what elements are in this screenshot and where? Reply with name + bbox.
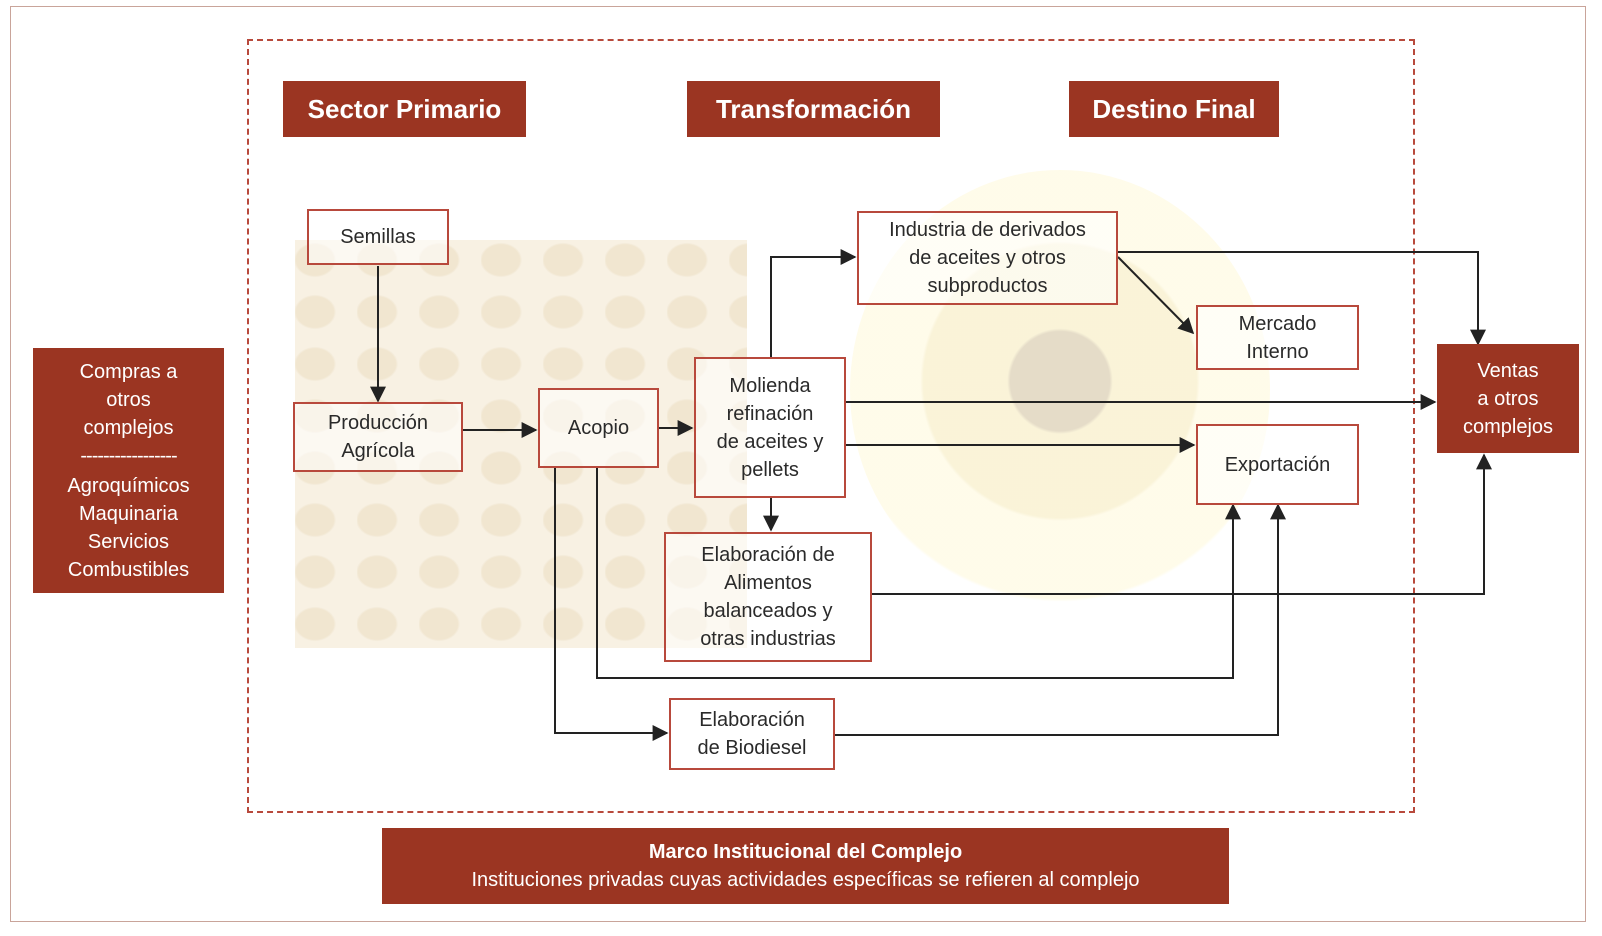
compras-title: Compras a otros complejos bbox=[79, 360, 178, 439]
node-industria-derivados-label: Industria de derivados de aceites y otro… bbox=[889, 219, 1086, 297]
node-exportacion: Exportación bbox=[1196, 424, 1359, 505]
arrow-biodiesel-exportacion bbox=[835, 503, 1286, 736]
compras-otros-complejos: Compras a otros complejos --------------… bbox=[33, 348, 224, 593]
arrow-acopio-biodiesel bbox=[554, 468, 669, 741]
header-sector-primario: Sector Primario bbox=[283, 81, 526, 137]
node-produccion-agricola: Producción Agrícola bbox=[293, 402, 463, 472]
marco-subtitle: Instituciones privadas cuyas actividades… bbox=[471, 869, 1140, 891]
node-biodiesel-label: Elaboración de Biodiesel bbox=[697, 709, 807, 759]
ventas-label: Ventas a otros complejos bbox=[1462, 359, 1554, 438]
node-acopio: Acopio bbox=[538, 388, 659, 468]
complex-boundary bbox=[247, 39, 1415, 813]
outer-frame bbox=[10, 6, 1586, 922]
node-industria-derivados: Industria de derivados de aceites y otro… bbox=[857, 211, 1118, 305]
arrow-industria-mercado bbox=[1117, 256, 1195, 335]
arrow-alimentos-ventas bbox=[872, 453, 1492, 595]
node-alimentos-balanceados-label: Elaboración de Alimentos balanceados y o… bbox=[700, 544, 836, 650]
marco-institucional: Marco Institucional del Complejo Institu… bbox=[382, 828, 1229, 904]
ventas-otros-complejos: Ventas a otros complejos bbox=[1437, 344, 1579, 453]
arrow-industria-ventas bbox=[1118, 251, 1486, 346]
compras-items: Agroquímicos Maquinaria Servicios Combus… bbox=[67, 474, 190, 581]
node-acopio-label: Acopio bbox=[567, 417, 630, 439]
node-produccion-agricola-label: Producción Agrícola bbox=[327, 412, 429, 462]
node-semillas-label: Semillas bbox=[340, 226, 416, 248]
node-exportacion-label: Exportación bbox=[1224, 453, 1331, 476]
node-mercado-interno-label: Mercado Interno bbox=[1238, 312, 1317, 363]
arrow-acopio-exportacion bbox=[596, 468, 1241, 679]
compras-separator: ----------------- bbox=[80, 444, 177, 467]
node-molienda: Molienda refinación de aceites y pellets bbox=[694, 357, 846, 498]
node-molienda-label: Molienda refinación de aceites y pellets bbox=[716, 374, 824, 481]
header-destino-final: Destino Final bbox=[1069, 81, 1279, 137]
node-mercado-interno: Mercado Interno bbox=[1196, 305, 1359, 370]
header-transformacion: Transformación bbox=[687, 81, 940, 137]
node-semillas: Semillas bbox=[307, 209, 449, 265]
node-alimentos-balanceados: Elaboración de Alimentos balanceados y o… bbox=[664, 532, 872, 662]
arrow-molienda-industria bbox=[770, 249, 857, 357]
node-biodiesel: Elaboración de Biodiesel bbox=[669, 698, 835, 770]
marco-title: Marco Institucional del Complejo bbox=[648, 841, 963, 863]
